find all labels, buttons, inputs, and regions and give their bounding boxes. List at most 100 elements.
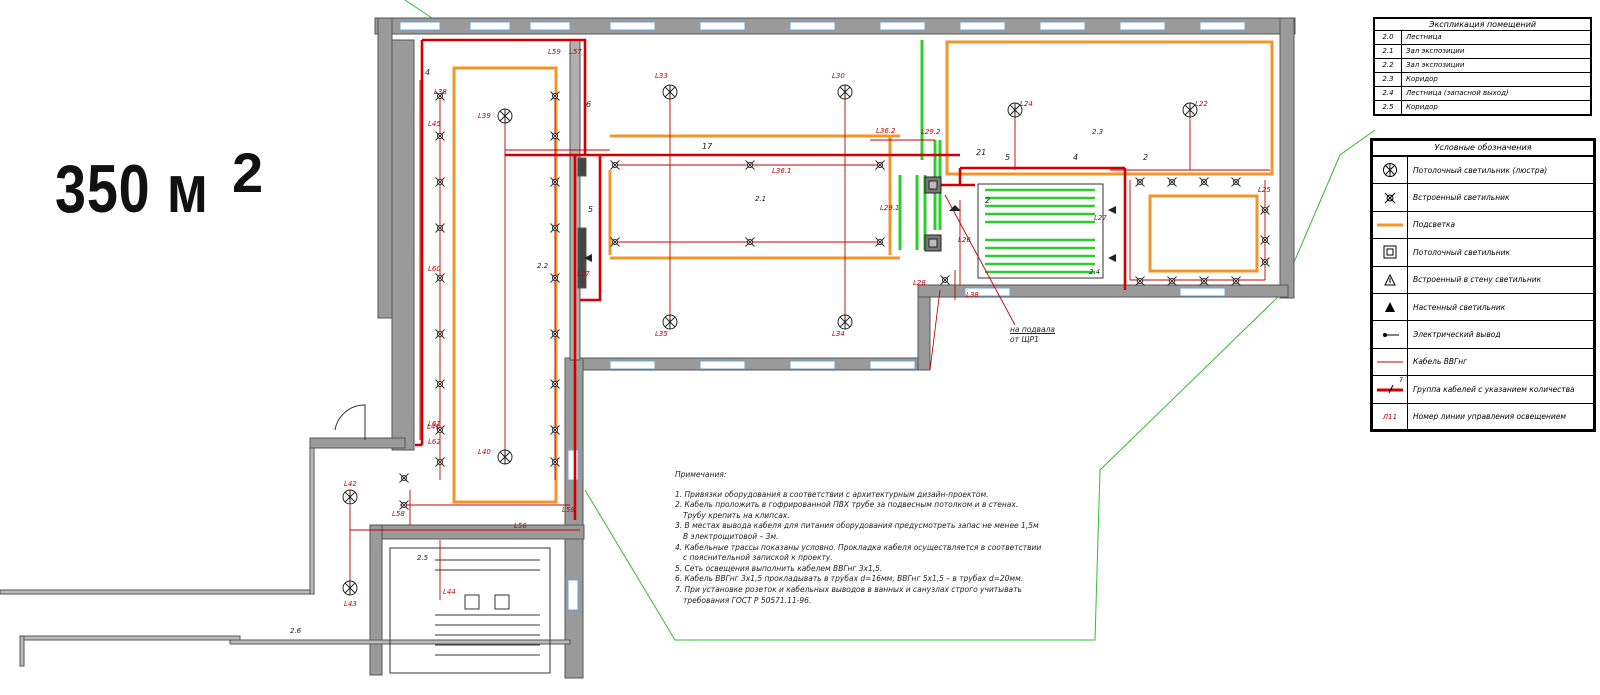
note-line: В электрощитовой – 3м. [683, 531, 779, 541]
recessed-light-icon [1231, 177, 1241, 187]
recessed-light-icon [610, 237, 620, 247]
explication-row: 2.4 Лестница (запасной выход) [1375, 87, 1590, 101]
notes-block: Примечания: 1. Привязки оборудования в с… [675, 470, 1095, 606]
recessed-light-icon [550, 273, 560, 283]
room-name: Коридор [1406, 75, 1438, 83]
line-label: L22 [1195, 100, 1208, 108]
recessed-light-icon [1135, 177, 1145, 187]
recessed-light-icon [1167, 276, 1177, 286]
feed-note: на подвала от ЩР1 [1010, 325, 1055, 345]
ceiling-square-icon [1373, 239, 1408, 266]
room-number: 2.1 [755, 195, 767, 203]
legend-row: Потолочный светильник [1373, 239, 1593, 267]
cable-count: 4 [425, 68, 431, 77]
recessed-light-icon [435, 131, 445, 141]
recessed-light-icon [1199, 177, 1209, 187]
area-value: 350 м [55, 151, 209, 227]
cable-count: 6 [586, 100, 592, 109]
legend-row: Электрический вывод [1373, 321, 1593, 349]
note-line: 1. Привязки оборудования в соответствии … [675, 489, 989, 499]
note-line: 2. Кабель проложить в гофрированной ПВХ … [675, 500, 1019, 510]
cable-group-count: 7 [1399, 377, 1403, 385]
legend-row: Кабель ВВГнг [1373, 348, 1593, 377]
room-name: Лестница (запасной выход) [1406, 89, 1509, 97]
legend-label: Группа кабелей с указанием количества [1413, 384, 1575, 394]
cable-count: 17 [702, 142, 713, 151]
room-num: 2.0 [1375, 31, 1402, 44]
recessed-light-icon [1135, 276, 1145, 286]
cable-count: 5 [588, 205, 594, 214]
room-name: Зал экспозиции [1406, 61, 1465, 69]
note-line: с пояснительной запиской к проекту. [683, 553, 833, 563]
legend-label: Кабель ВВГнг [1413, 357, 1468, 367]
line-label: L60 [428, 265, 441, 273]
room-num: 2.4 [1375, 87, 1402, 100]
feed-note-line1: на подвала [1010, 325, 1055, 334]
legend-table: Условные обозначения Потолочный светильн… [1370, 138, 1596, 432]
line-label: L38 [434, 88, 447, 96]
note-line: 4. Кабельные трассы показаны условно. Пр… [675, 542, 1042, 552]
legend-title: Условные обозначения [1373, 141, 1593, 157]
line-label: L37 [577, 270, 590, 278]
recessed-light-icon [1167, 177, 1177, 187]
note-line: 3. В местах вывода кабеля для питания об… [675, 521, 1039, 531]
cable-icon [1373, 348, 1408, 376]
line-label: L39 [478, 112, 491, 120]
recessed-light-icon [399, 500, 409, 510]
legend-label: Потолочный светильник [1413, 247, 1511, 257]
recessed-light-icon [435, 223, 445, 233]
recessed-light-icon [435, 379, 445, 389]
line-label: L29.2 [921, 128, 941, 136]
ceiling-square-lights [924, 176, 942, 252]
cable-count: 2 [985, 196, 991, 205]
chandeliers [342, 84, 1198, 596]
recessed-lights [399, 91, 1270, 510]
wall-light-icon [1373, 293, 1408, 321]
note-line: 6. Кабель ВВГнг 3х1,5 прокладывать в тру… [675, 574, 1024, 584]
note-line: Трубу крепить на клипсах. [683, 510, 790, 520]
line-label: L25 [1258, 186, 1271, 194]
explication-row: 2.5 Коридор [1375, 101, 1590, 114]
backlight-lines [452, 40, 1274, 504]
legend-label: Настенный светильник [1413, 302, 1506, 312]
area-unit-superscript: 2 [232, 141, 264, 204]
line-label: L62 [428, 438, 441, 446]
cable-count: 5 [1005, 153, 1011, 162]
recessed-light-icon [745, 237, 755, 247]
room-number: 2.3 [1092, 128, 1104, 136]
recessed-light-icon [550, 91, 560, 101]
recessed-light-icon [610, 160, 620, 170]
recessed-light-icon [940, 275, 950, 285]
legend-row: Потолочный светильник (люстра) [1373, 157, 1593, 185]
room-name: Коридор [1406, 103, 1438, 111]
line-label: L45 [428, 120, 441, 128]
cable-groups [415, 38, 1127, 520]
line-number-text: Л11 [1382, 412, 1398, 421]
note-line: 5. Сеть освещения выполнить кабелем ВВГн… [675, 563, 883, 573]
legend-label: Подсветка [1413, 220, 1456, 230]
room-num: 2.2 [1375, 59, 1402, 72]
line-label: L43 [344, 600, 357, 608]
legend-row: Настенный светильник [1373, 293, 1593, 322]
note-line: 7. При установке розеток и кабельных выв… [675, 584, 1022, 594]
legend-label: Потолочный светильник (люстра) [1413, 165, 1548, 175]
recessed-light-icon [1231, 276, 1241, 286]
line-label: L24 [1020, 100, 1033, 108]
line-label: L26 [958, 236, 971, 244]
line-label: L35 [655, 330, 668, 338]
recessed-light-icon [1199, 276, 1209, 286]
cable-lines [349, 80, 1270, 600]
note-line: требования ГОСТ Р 50571.11-96. [683, 595, 812, 605]
line-label: L38 [966, 291, 979, 299]
room-num: 2.5 [1375, 101, 1402, 114]
line-label: L29.1 [880, 204, 900, 212]
recessed-light-icon [435, 425, 445, 435]
recessed-light-icon [1373, 184, 1408, 211]
legend-label: Электрический вывод [1413, 330, 1501, 340]
cable-group-icon: 7 [1373, 376, 1408, 403]
